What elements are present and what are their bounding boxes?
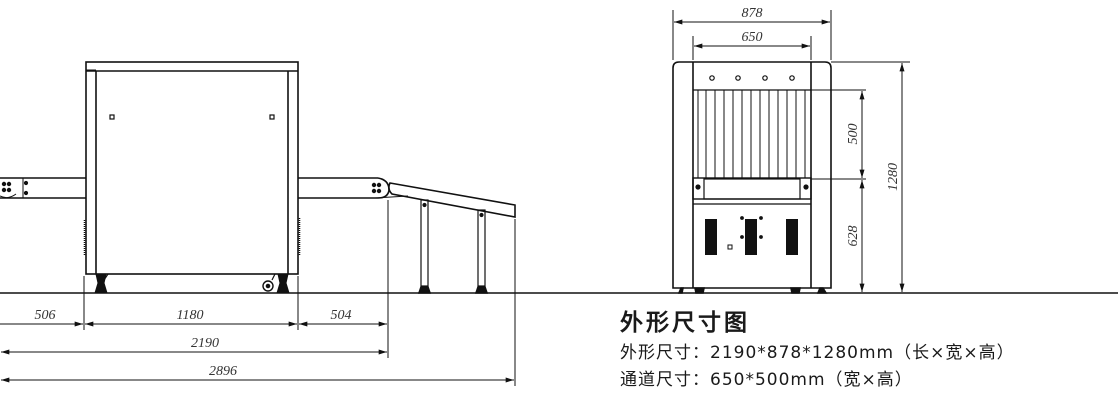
tunnel-size-label: 通道尺寸： <box>620 370 710 390</box>
dim-tunnel-height: 500 <box>846 124 861 145</box>
dim-body-length: 1180 <box>177 308 204 323</box>
outer-size-value: 2190*878*1280mm（长×宽×高） <box>710 343 1015 363</box>
caption-title: 外形尺寸图 <box>620 310 750 336</box>
side-view <box>0 61 1118 386</box>
dim-tunnel-floor-height: 628 <box>846 226 861 247</box>
dim-left-conveyor: 506 <box>35 308 56 323</box>
caption-block: 外形尺寸图 外形尺寸：2190*878*1280mm（长×宽×高） 通道尺寸：6… <box>620 306 1015 394</box>
tunnel-size-value: 650*500mm（宽×高） <box>710 370 913 390</box>
front-extension-lines <box>672 10 910 180</box>
side-dimension-lines <box>0 321 514 383</box>
lead-curtain <box>697 90 806 178</box>
dim-overall-length: 2190 <box>191 336 219 351</box>
dim-overall-height: 1280 <box>886 163 901 191</box>
side-extension-lines <box>83 200 516 386</box>
tunnel-size-line: 通道尺寸：650*500mm（宽×高） <box>620 367 1015 394</box>
main-body-side <box>83 61 301 294</box>
dim-tunnel-width: 650 <box>742 30 763 45</box>
left-conveyor <box>0 177 86 199</box>
dim-right-conveyor: 504 <box>331 308 352 323</box>
outer-size-line: 外形尺寸：2190*878*1280mm（长×宽×高） <box>620 340 1015 367</box>
exit-ramp <box>388 182 516 294</box>
dim-outer-width: 878 <box>742 6 763 21</box>
front-view <box>672 10 910 294</box>
right-conveyor <box>298 177 409 199</box>
outer-size-label: 外形尺寸： <box>620 343 710 363</box>
dim-total-with-ramp: 2896 <box>209 364 237 379</box>
front-dimension-lines <box>673 19 905 292</box>
